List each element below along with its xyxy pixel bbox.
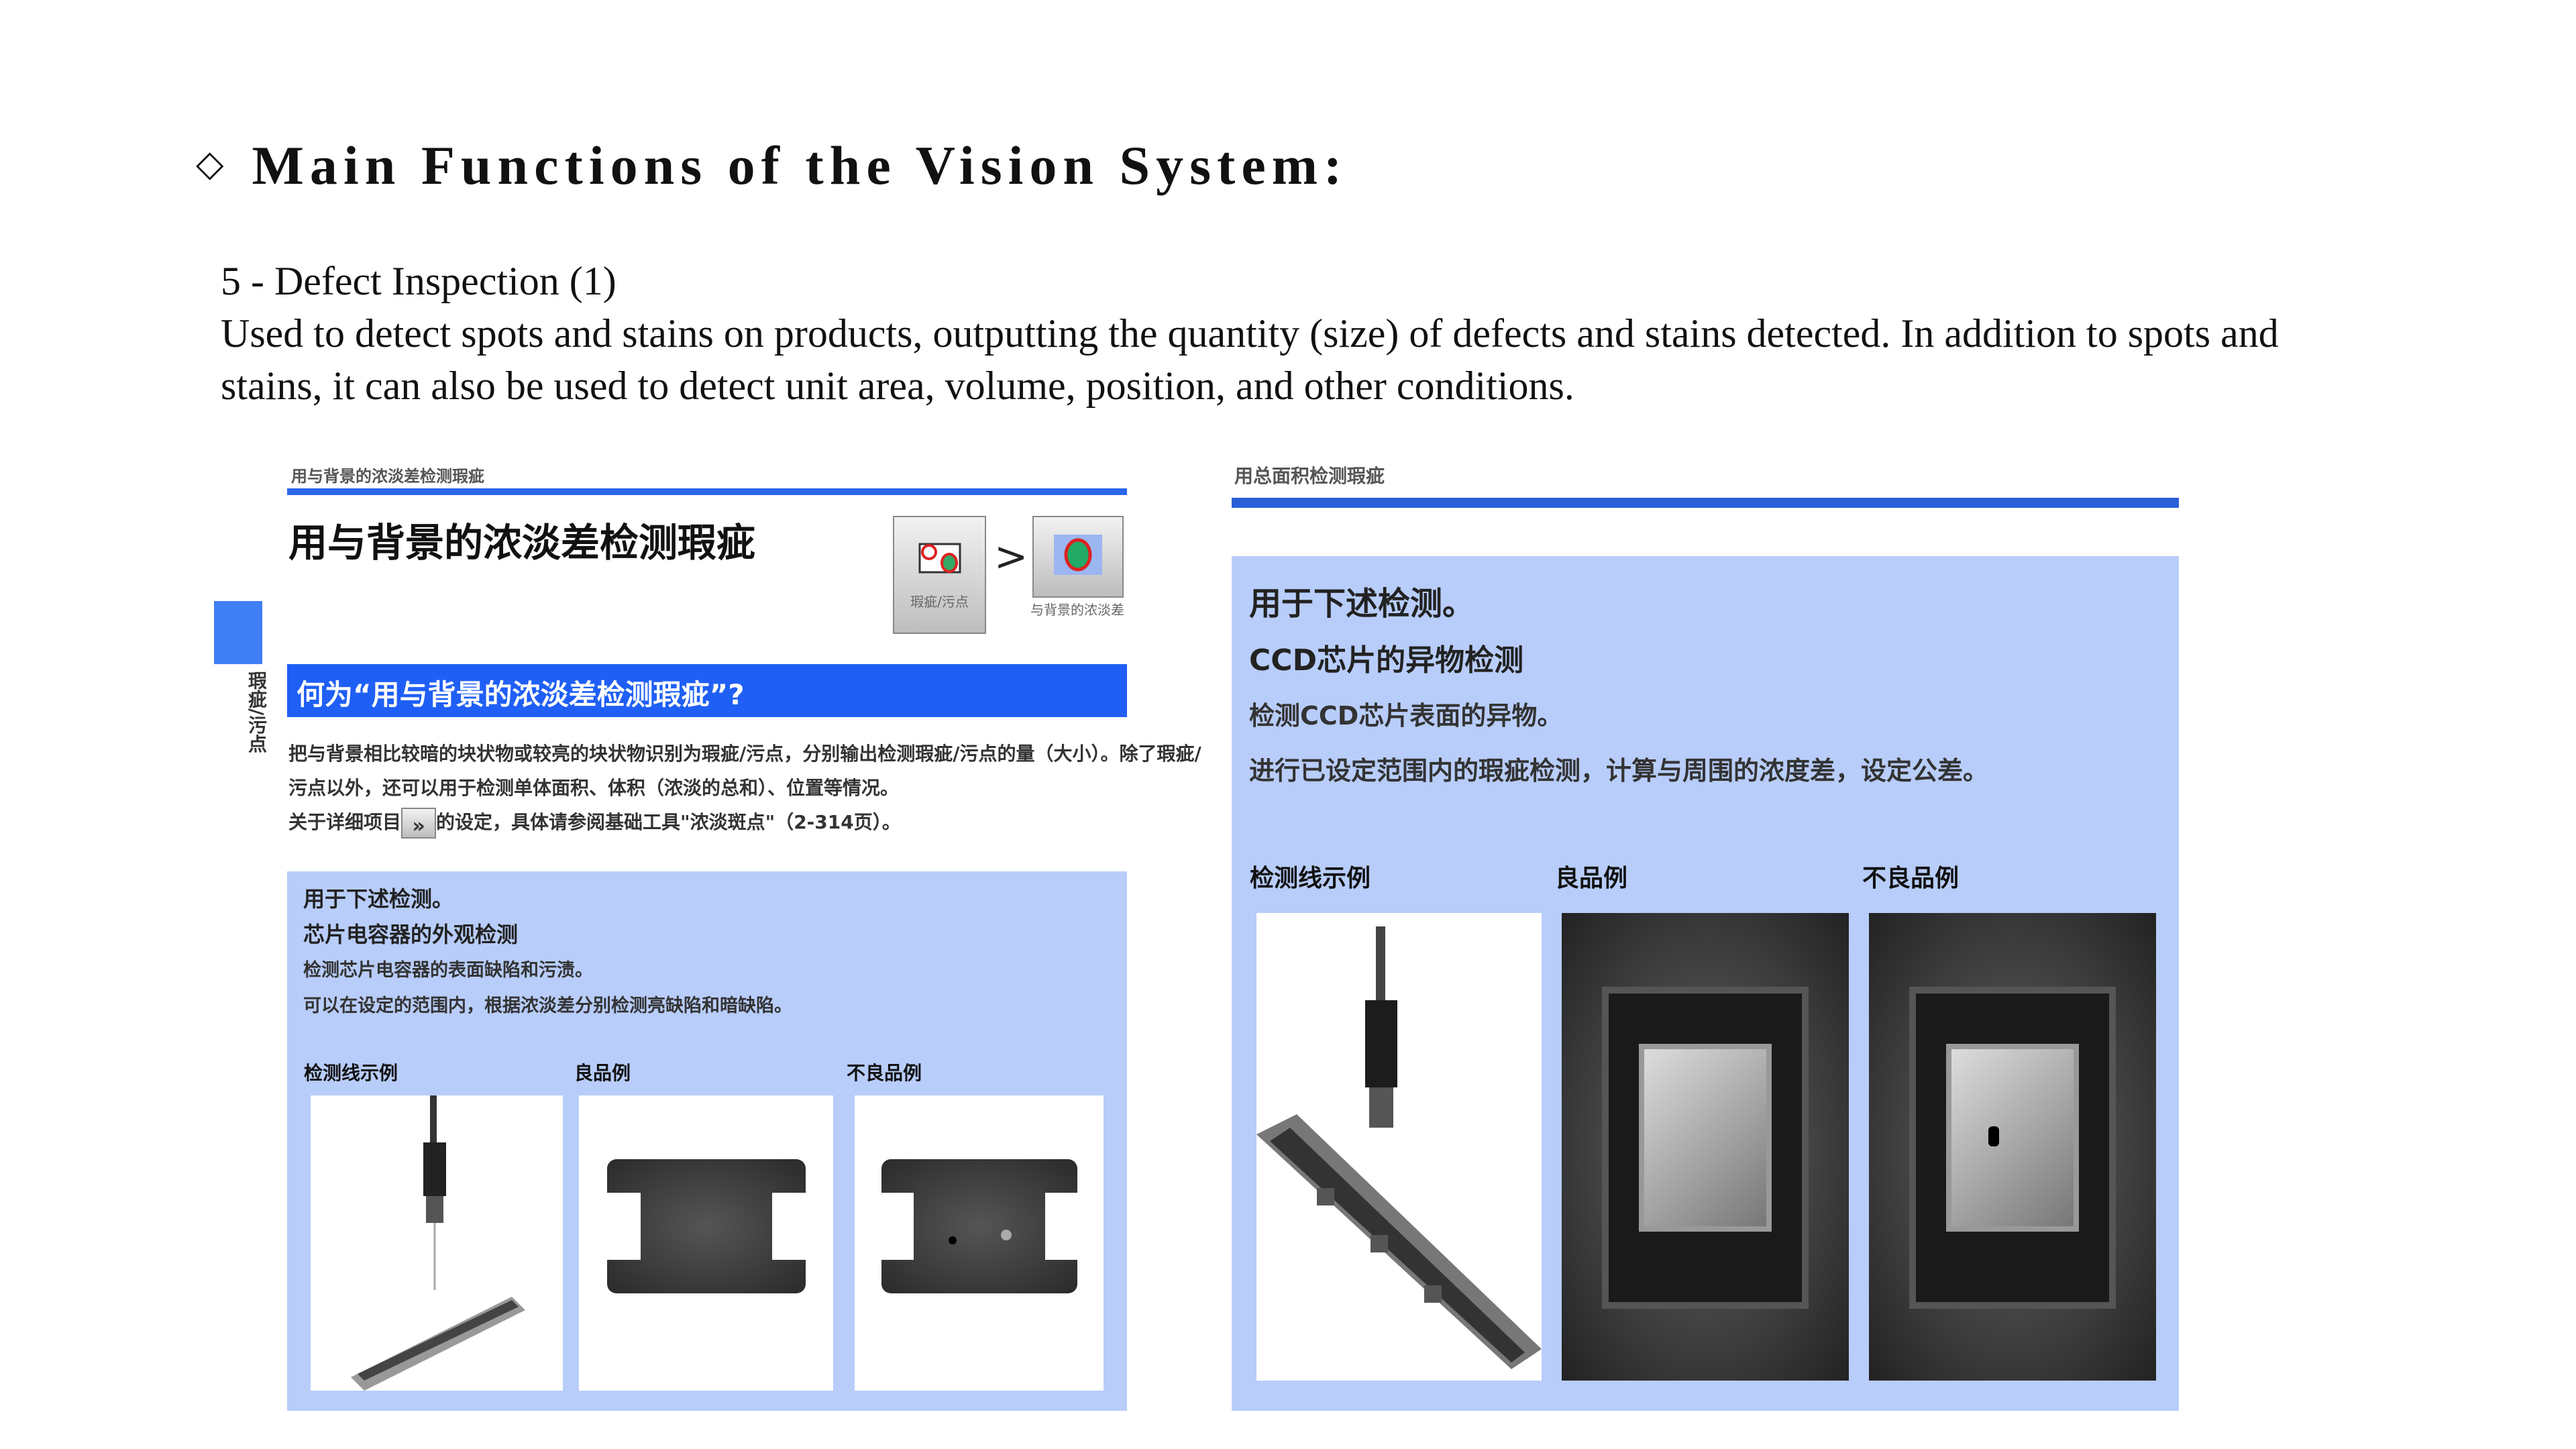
arrow-right-icon: > [994, 533, 1028, 580]
camera-example-image [311, 1095, 563, 1391]
contrast-spot-icon [1054, 535, 1102, 575]
left-label-bad: 不良品例 [847, 1062, 922, 1084]
background-contrast-button[interactable] [1032, 516, 1124, 598]
question-banner: 何为“用与背景的浓淡差检测瑕疵”? [287, 664, 1127, 717]
section-text: 5 - Defect Inspection (1) Used to detect… [221, 255, 2300, 412]
ccd-camera-example-image [1256, 913, 1542, 1381]
side-tab[interactable] [214, 601, 262, 664]
side-tab-label: 瑕疵/污点 [246, 671, 268, 753]
defective-chip-image [855, 1095, 1104, 1391]
right-use-line2: 进行已设定范围内的瑕疵检测，计算与周围的浓度差，设定公差。 [1249, 756, 1989, 786]
right-label-good: 良品例 [1555, 865, 1628, 892]
right-use-sub: CCD芯片的异物检测 [1249, 643, 1524, 678]
good-ccd-image [1562, 913, 1849, 1381]
slide-title: ◇Main Functions of the Vision System: [196, 135, 1348, 196]
right-label-example: 检测线示例 [1250, 865, 1371, 892]
right-use-line1: 检测CCD芯片表面的异物。 [1249, 701, 1563, 731]
left-label-example: 检测线示例 [304, 1062, 398, 1084]
defective-ccd-image [1869, 913, 2156, 1381]
icon2-label: 与背景的浓淡差 [1030, 602, 1124, 618]
spot-tool-button[interactable]: 瑕疵/污点 [893, 516, 986, 634]
good-chip-image [579, 1095, 833, 1391]
spot-detect-icon [918, 543, 961, 574]
section-description: Used to detect spots and stains on produ… [221, 311, 2279, 408]
right-label-bad: 不良品例 [1862, 865, 1960, 892]
left-usage-text: 用于下述检测。 芯片电容器的外观检测 检测芯片电容器的表面缺陷和污渍。 可以在设… [303, 886, 792, 1016]
left-description: 把与背景相比较暗的块状物或较亮的块状物识别为瑕疵/污点，分别输出检测瑕疵/污点的… [288, 743, 1201, 839]
detail-button[interactable]: » [401, 808, 437, 839]
right-header-rule [1232, 498, 2179, 508]
right-small-header: 用总面积检测瑕疵 [1234, 465, 1385, 487]
diamond-outline-icon: ◇ [196, 144, 224, 184]
right-use-title: 用于下述检测。 [1249, 585, 1475, 623]
left-main-title: 用与背景的浓淡差检测瑕疵 [288, 520, 756, 566]
section-subtitle: 5 - Defect Inspection (1) [221, 259, 616, 303]
left-label-good: 良品例 [574, 1062, 631, 1084]
left-header-rule [287, 488, 1127, 495]
left-small-header: 用与背景的浓淡差检测瑕疵 [291, 467, 484, 486]
